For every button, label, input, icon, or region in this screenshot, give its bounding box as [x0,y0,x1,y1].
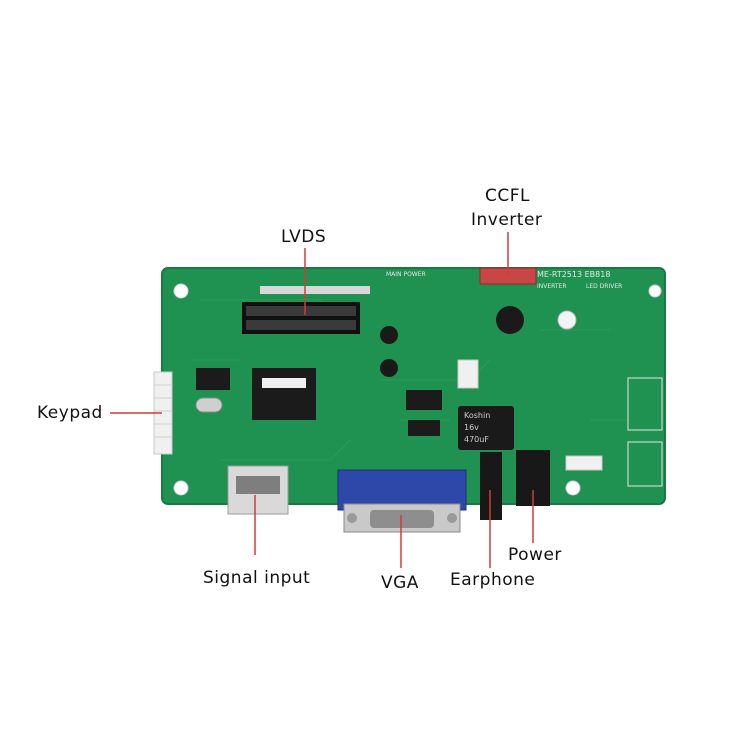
label-ccfl-line1: CCFL [485,186,530,206]
board-led-driver-text: LED DRIVER [586,283,622,290]
hdmi-connector [227,465,289,515]
transformer-2 [627,441,663,487]
label-earphone: Earphone [450,570,536,590]
keypad-connector [153,371,173,455]
label-ccfl-line2: Inverter [471,210,543,230]
capacitor-value: 470uF [464,435,489,444]
capacitor-voltage: 16v [464,423,479,432]
main-ic [252,368,316,420]
vga-connector-shape [337,469,467,533]
cap-small-1 [380,326,398,344]
label-signal-input: Signal input [203,568,311,588]
ic-3 [406,390,442,410]
transformer-1 [627,377,663,431]
label-keypad: Keypad [37,403,103,423]
board-inverter-text: INVERTER [537,283,567,290]
board-main-power-text: MAIN POWER [386,271,426,278]
cap-large [496,306,524,334]
earphone-jack [480,452,502,520]
crystal [195,397,223,413]
lvds-header [242,302,360,334]
white-connector-1 [457,359,479,389]
white-connector-2 [565,455,603,471]
ic-2 [196,368,230,390]
cap-small-2 [380,359,398,377]
ic-4 [408,420,440,436]
label-power: Power [508,545,562,565]
mounting-holes [173,283,662,496]
label-lvds: LVDS [281,227,327,247]
capacitor: Koshin 16v 470uF [458,406,514,450]
label-vga: VGA [381,573,419,593]
board-model: ME-RT2513 EB818 [537,270,610,279]
capacitor-brand: Koshin [464,411,490,420]
callout-lines [110,232,534,568]
ffc-connector [260,286,370,294]
